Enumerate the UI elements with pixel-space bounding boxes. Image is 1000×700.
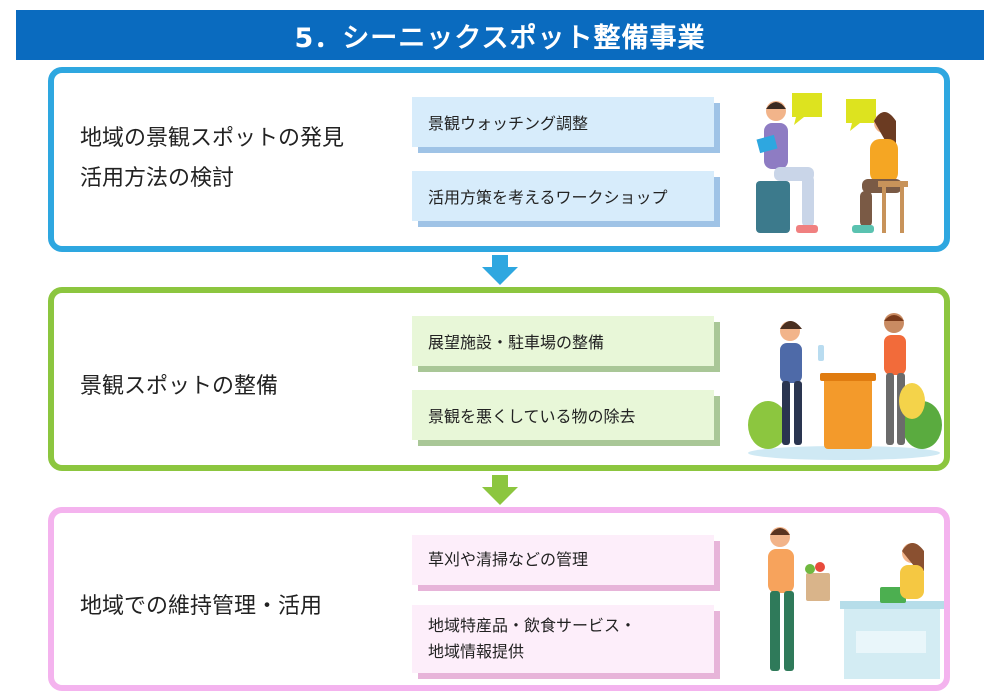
section-local-management: 地域での維持管理・活用 草刈や清掃などの管理 地域特産品・飲食サービス・ 地域情… [48,507,950,691]
section-title: 地域の景観スポットの発見 活用方法の検討 [80,119,344,199]
cleanup-illustration [748,313,942,460]
item-observation-facility: 展望施設・駐車場の整備 [412,316,714,366]
section-discovery: 地域の景観スポットの発見 活用方法の検討 景観ウォッチング調整 活用方策を考える… [48,67,950,252]
section-maintenance-works: 景観スポットの整備 展望施設・駐車場の整備 景観を悪くしている物の除去 [48,287,950,471]
down-arrow-icon [482,255,518,285]
section-title: 地域での維持管理・活用 [80,594,323,619]
item-scenic-watching: 景観ウォッチング調整 [412,97,714,147]
shop-illustration [768,527,944,679]
item-eyesore-removal: 景観を悪くしている物の除去 [412,390,714,440]
item-mowing-cleaning: 草刈や清掃などの管理 [412,535,714,585]
item-local-products-info: 地域特産品・飲食サービス・ 地域情報提供 [412,605,714,673]
item-workshop: 活用方策を考えるワークショップ [412,171,714,221]
section-title: 景観スポットの整備 [80,374,279,399]
section-title-line1: 地域の景観スポットの発見 [80,126,345,151]
section-title-line2: 活用方法の検討 [80,166,235,191]
item-line2: 地域情報提供 [428,642,525,661]
item-line1: 地域特産品・飲食サービス・ [428,616,637,635]
discussion-illustration [756,93,908,233]
page-title: 5．シーニックスポット整備事業 [16,10,984,60]
down-arrow-icon [482,475,518,505]
